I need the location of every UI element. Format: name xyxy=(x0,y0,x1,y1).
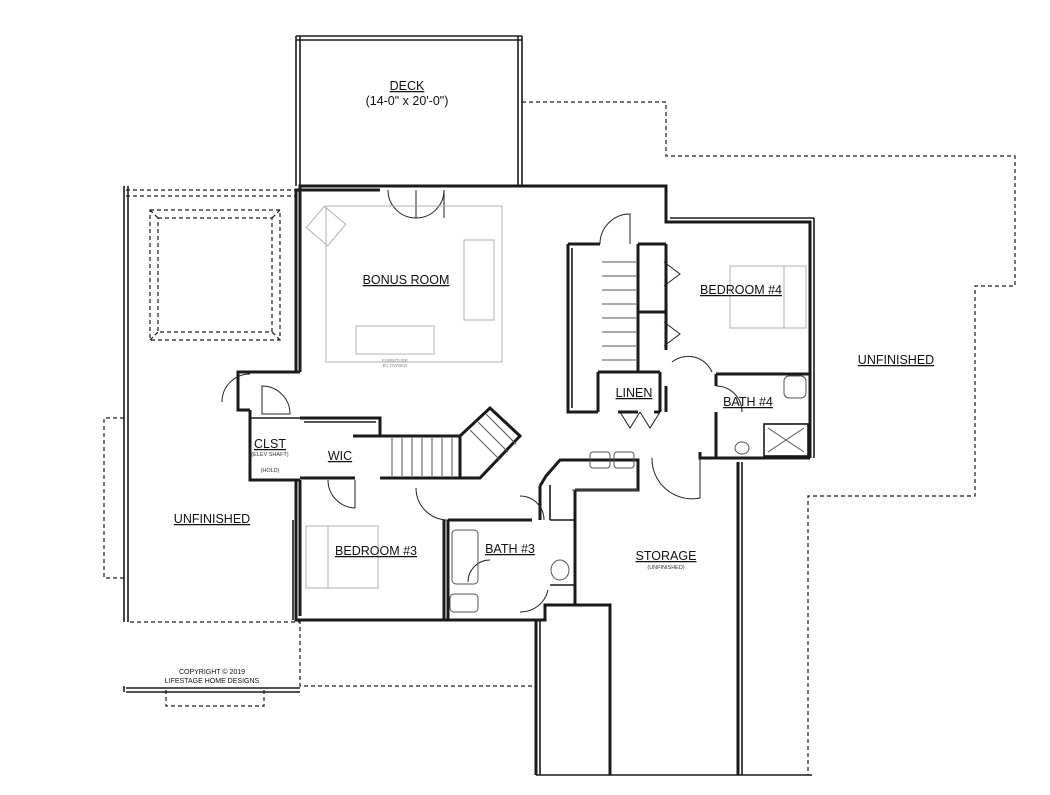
exterior-walls xyxy=(236,184,815,776)
clst-label: CLST xyxy=(254,437,286,451)
deck xyxy=(295,35,523,186)
bedroom-4-bed xyxy=(729,265,807,329)
left-unfinished-walls xyxy=(123,186,300,693)
labels: DECK (14-0" x 20'-0") BONUS ROOM BEDROOM… xyxy=(165,79,934,685)
storage-label: STORAGE xyxy=(636,549,697,563)
bedroom-4-label: BEDROOM #4 xyxy=(700,283,782,297)
bath-4-label: BATH #4 xyxy=(723,395,773,409)
deck-label: DECK xyxy=(390,79,425,93)
stair-treads xyxy=(391,261,636,476)
wic-label: WIC xyxy=(328,449,352,463)
deck-size: (14-0" x 20'-0") xyxy=(366,94,449,108)
bath-3-label: BATH #3 xyxy=(485,542,535,556)
bedroom-3-label: BEDROOM #3 xyxy=(335,544,417,558)
doors xyxy=(221,189,743,613)
unfinished-left-label: UNFINISHED xyxy=(174,512,250,526)
bedroom-3-bed xyxy=(305,525,379,589)
clst-note: (ELEV SHAFT) xyxy=(251,452,288,458)
bonus-room-furniture: FURNITURE BY OWNER xyxy=(305,205,503,368)
storage-note: (UNFINISHED) xyxy=(647,565,684,571)
linen-label: LINEN xyxy=(616,386,653,400)
unfinished-right-label: UNFINISHED xyxy=(858,353,934,367)
interior-walls xyxy=(248,242,810,620)
copyright-line-2: LIFESTAGE HOME DESIGNS xyxy=(165,678,260,685)
copyright-line-1: COPYRIGHT © 2019 xyxy=(179,668,245,676)
furniture-note-1: FURNITURE xyxy=(382,358,408,363)
clst-hold: (HOLD) xyxy=(261,468,280,474)
bath-fixtures xyxy=(449,375,807,613)
furniture-note-2: BY OWNER xyxy=(383,363,408,368)
dashed-outlines xyxy=(103,101,1016,775)
bonus-room-label: BONUS ROOM xyxy=(363,273,450,287)
